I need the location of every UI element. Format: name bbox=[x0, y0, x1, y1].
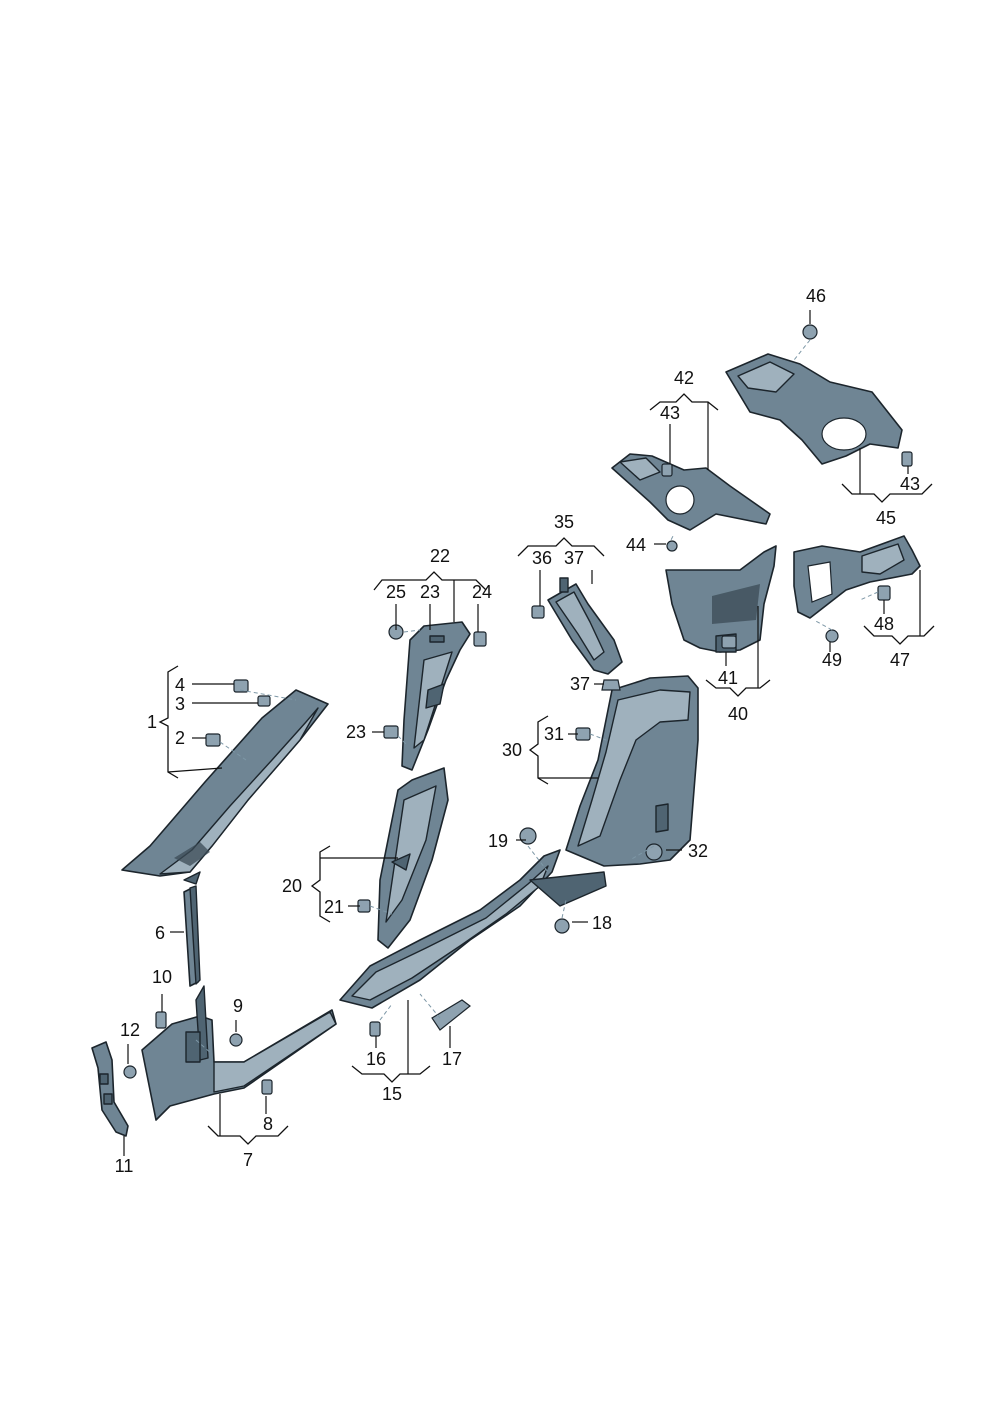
callout-21: 21 bbox=[324, 897, 344, 917]
upper-rear-frame bbox=[611, 453, 771, 531]
callout-32: 32 bbox=[688, 841, 708, 861]
callout-36: 36 bbox=[532, 548, 552, 568]
callout-37-top: 37 bbox=[564, 548, 584, 568]
callout-49: 49 bbox=[822, 650, 842, 670]
side-bracket bbox=[91, 1041, 129, 1137]
callout-7: 7 bbox=[243, 1150, 253, 1170]
a-pillar-trim bbox=[121, 689, 329, 885]
b-pillar-upper-trim bbox=[401, 621, 471, 771]
callout-11: 11 bbox=[115, 1156, 134, 1176]
callout-37-side: 37 bbox=[570, 674, 590, 694]
callout-4: 4 bbox=[175, 675, 185, 695]
callout-12: 12 bbox=[120, 1020, 140, 1040]
callout-40: 40 bbox=[728, 704, 748, 724]
callout-35: 35 bbox=[554, 512, 574, 532]
callout-17: 17 bbox=[442, 1049, 462, 1069]
c-pillar-lower-trim bbox=[565, 675, 699, 867]
callout-2: 2 bbox=[175, 728, 185, 748]
callout-labels: 1 2 3 4 6 7 8 9 10 11 12 15 16 17 18 19 … bbox=[115, 286, 920, 1176]
callout-42: 42 bbox=[674, 368, 694, 388]
callout-20: 20 bbox=[282, 876, 302, 896]
callout-41: 41 bbox=[718, 668, 738, 688]
callout-43-top: 43 bbox=[660, 403, 680, 423]
callout-9: 9 bbox=[233, 996, 243, 1016]
callout-24: 24 bbox=[472, 582, 492, 602]
front-sill-trim bbox=[141, 985, 337, 1121]
callout-46: 46 bbox=[806, 286, 826, 306]
side-trim-panel bbox=[793, 535, 921, 619]
callout-16: 16 bbox=[366, 1049, 386, 1069]
callout-47: 47 bbox=[890, 650, 910, 670]
callout-25: 25 bbox=[386, 582, 406, 602]
callout-30: 30 bbox=[502, 740, 522, 760]
c-pillar-upper-trim bbox=[547, 577, 623, 675]
assembly-lines bbox=[195, 339, 879, 1055]
callout-10: 10 bbox=[152, 967, 172, 987]
parcel-frame bbox=[725, 353, 903, 465]
fasteners bbox=[123, 324, 913, 1095]
callout-45: 45 bbox=[876, 508, 896, 528]
callout-43-right: 43 bbox=[900, 474, 920, 494]
callout-1: 1 bbox=[147, 712, 157, 732]
callout-6: 6 bbox=[155, 923, 165, 943]
callout-23-top: 23 bbox=[420, 582, 440, 602]
pillar-strip bbox=[183, 885, 201, 987]
callout-48: 48 bbox=[874, 614, 894, 634]
callout-3: 3 bbox=[175, 694, 185, 714]
leaders bbox=[123, 310, 935, 1156]
rear-quarter-trim bbox=[665, 545, 777, 653]
callout-23-side: 23 bbox=[346, 722, 366, 742]
rear-sill-trim bbox=[339, 849, 607, 1009]
callout-19: 19 bbox=[488, 831, 508, 851]
callout-8: 8 bbox=[263, 1114, 273, 1134]
callout-15: 15 bbox=[382, 1084, 402, 1104]
callout-44: 44 bbox=[626, 535, 646, 555]
b-pillar-lower-trim bbox=[377, 767, 449, 949]
callout-22: 22 bbox=[430, 546, 450, 566]
callout-31: 31 bbox=[544, 724, 564, 744]
callout-18: 18 bbox=[592, 913, 612, 933]
